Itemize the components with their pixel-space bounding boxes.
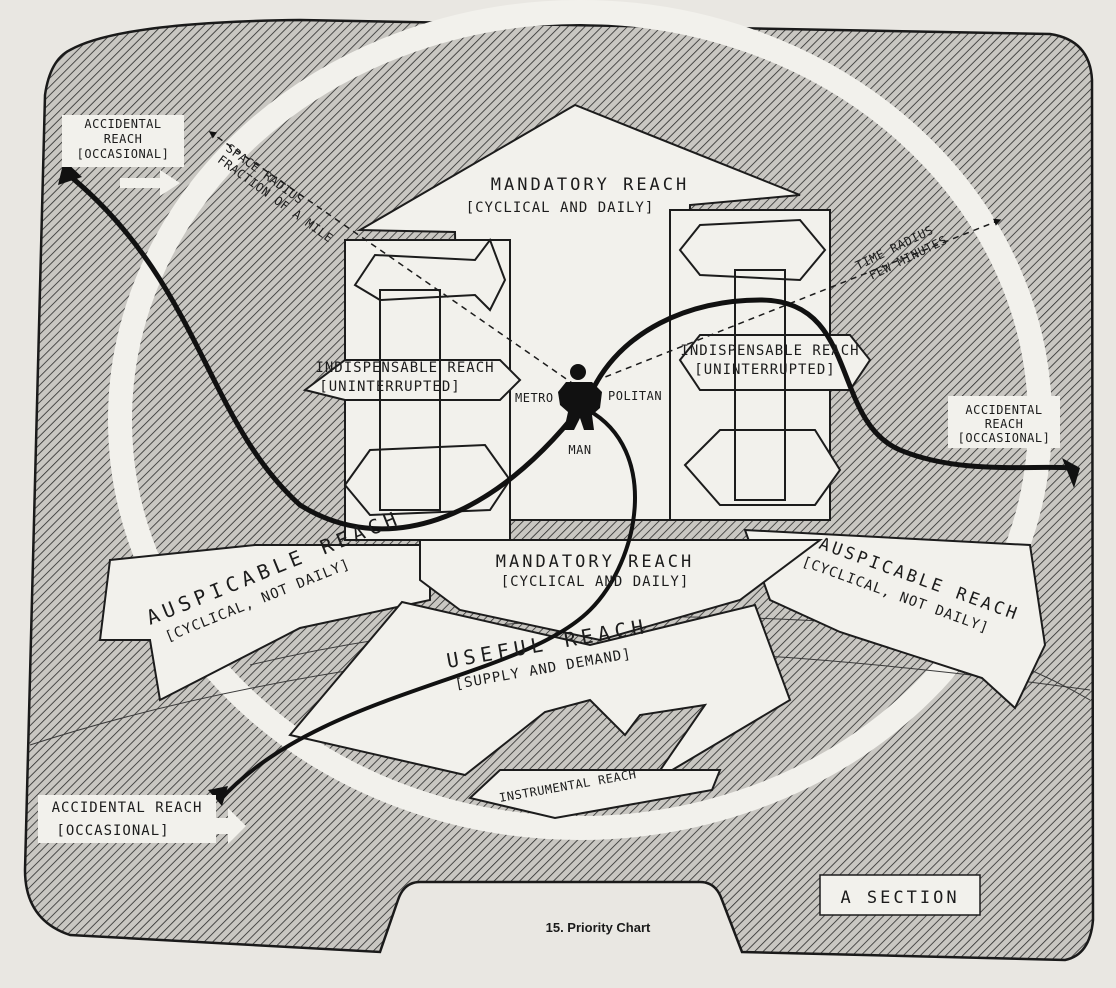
section-box: [819, 874, 981, 916]
accidental-bl-label-bg: [38, 795, 216, 843]
instrumental-reach-arrow: [467, 769, 722, 820]
arrow-head-bottom-left: [208, 786, 228, 806]
accidental-right-label-bg: [948, 396, 1060, 448]
indispensable-left-label: INDISPENSABLE REACH [UNINTERRUPTED]: [315, 360, 494, 395]
indispensable-structure-left: [302, 237, 522, 541]
auspicable-reach-right-arrow: [743, 528, 1047, 710]
politan-label: POLITAN: [608, 389, 662, 403]
mandatory-bottom-line1: MANDATORY REACH: [496, 552, 695, 572]
accidental-bl-line1: ACCIDENTAL REACH: [52, 800, 203, 816]
time-radius-line: [584, 218, 1002, 386]
accidental-right-line1: ACCIDENTAL: [965, 403, 1042, 417]
mandatory-top-line1: MANDATORY REACH: [491, 175, 690, 195]
accidental-right-line3: [OCCASIONAL]: [958, 431, 1051, 445]
mandatory-bottom-line2: [CYCLICAL AND DAILY]: [501, 574, 690, 590]
space-radius-line: [208, 131, 576, 386]
accidental-bl-pointer: [200, 808, 246, 844]
accidental-path-curve-lower: [218, 408, 637, 802]
caption-bg: [405, 900, 705, 945]
accidental-tl-line3: [OCCASIONAL]: [77, 147, 170, 161]
accidental-bl-line2: [OCCASIONAL]: [56, 823, 169, 839]
indispensable-left-line2: [UNINTERRUPTED]: [319, 379, 460, 395]
mandatory-bottom-label: MANDATORY REACH [CYCLICAL AND DAILY]: [496, 552, 695, 590]
mandatory-top-label: MANDATORY REACH [CYCLICAL AND DAILY]: [466, 175, 690, 216]
figure-caption: 15. Priority Chart: [546, 920, 651, 935]
auspicable-reach-left-arrow: [98, 544, 431, 702]
indispensable-right-line2: [UNINTERRUPTED]: [694, 362, 835, 378]
metro-label: METRO: [515, 391, 554, 405]
metropolitan-man-figure: [558, 364, 602, 430]
accidental-right-line2: REACH: [985, 417, 1024, 431]
indispensable-left-line1: INDISPENSABLE REACH: [315, 360, 494, 376]
accidental-tl-label-bg: [62, 115, 184, 167]
accidental-tl-pointer: [120, 170, 180, 196]
central-reach-shape: [98, 103, 1047, 820]
accidental-tl-line1: ACCIDENTAL: [84, 117, 161, 131]
indispensable-structure-right: [669, 209, 872, 521]
man-label: MAN: [568, 443, 591, 457]
accidental-tl-label: ACCIDENTAL REACH [OCCASIONAL]: [77, 117, 170, 161]
section-label: A SECTION: [840, 888, 959, 908]
arrow-head-right: [1062, 458, 1080, 488]
useful-reach-arrow: [288, 600, 792, 783]
accidental-right-label: ACCIDENTAL REACH [OCCASIONAL]: [958, 403, 1051, 445]
mandatory-top-line2: [CYCLICAL AND DAILY]: [466, 200, 655, 216]
accidental-bl-label: ACCIDENTAL REACH [OCCASIONAL]: [52, 800, 203, 839]
mandatory-reach-bottom-band: [419, 539, 823, 642]
indispensable-right-line1: INDISPENSABLE REACH: [680, 343, 859, 359]
accidental-tl-line2: REACH: [104, 132, 143, 146]
indispensable-right-label: INDISPENSABLE REACH [UNINTERRUPTED]: [680, 343, 859, 378]
accidental-path-curve: [62, 169, 1078, 532]
